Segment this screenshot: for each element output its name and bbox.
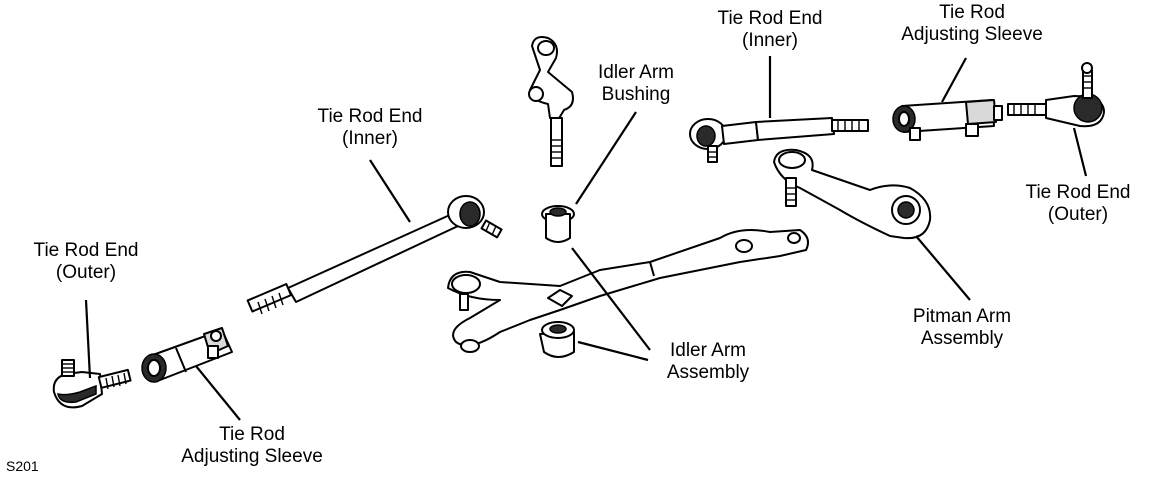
- leader-tie-rod-end-inner-center: [369, 159, 411, 223]
- label-line: Tie Rod End: [317, 106, 423, 127]
- label-line: Adjusting Sleeve: [901, 24, 1043, 45]
- center-link-assembly-part: [447, 229, 809, 358]
- tie-rod-adjusting-sleeve-left-part: [141, 327, 233, 383]
- diagram-code: S201: [6, 458, 39, 474]
- label-line: Bushing: [601, 84, 671, 105]
- label-tie-rod-end-inner-top: Tie Rod End (Inner): [718, 8, 823, 52]
- label-line: Pitman Arm: [912, 306, 1012, 327]
- label-line: Tie Rod End: [1025, 182, 1131, 203]
- label-pitman-arm-assembly: Pitman Arm Assembly: [913, 306, 1011, 350]
- label-idler-arm-bushing: Idler Arm Bushing: [598, 62, 674, 106]
- label-line: (Inner): [742, 30, 798, 51]
- label-line: (Inner): [342, 128, 398, 149]
- label-tie-rod-end-inner-center: Tie Rod End (Inner): [318, 106, 423, 150]
- leader-tie-rod-adjusting-sleeve-left: [195, 365, 241, 421]
- tie-rod-end-outer-right-part: [1007, 62, 1105, 128]
- label-line: (Outer): [55, 262, 117, 283]
- label-line: (Outer): [1047, 204, 1109, 225]
- label-tie-rod-adjusting-sleeve-top: Tie Rod Adjusting Sleeve: [901, 2, 1043, 46]
- tie-rod-end-inner-center-part: [246, 195, 503, 315]
- leader-tie-rod-end-outer-left: [84, 299, 92, 379]
- leader-idler-arm-assembly-1: [571, 247, 651, 351]
- label-tie-rod-end-outer-left: Tie Rod End (Outer): [34, 240, 139, 284]
- label-line: Tie Rod End: [717, 8, 823, 29]
- label-idler-arm-assembly: Idler Arm Assembly: [667, 340, 749, 384]
- leader-idler-arm-bushing: [575, 111, 637, 205]
- tie-rod-end-inner-top-part: [689, 117, 869, 163]
- label-line: Assembly: [920, 328, 1004, 349]
- leader-tie-rod-adjusting-sleeve-top: [941, 57, 967, 103]
- label-line: Tie Rod: [219, 424, 285, 445]
- tie-rod-end-outer-left-part: [52, 359, 132, 409]
- label-line: Assembly: [666, 362, 750, 383]
- label-line: Idler Arm: [597, 62, 675, 83]
- label-tie-rod-end-outer-right: Tie Rod End (Outer): [1026, 182, 1131, 226]
- label-line: Tie Rod End: [33, 240, 139, 261]
- label-tie-rod-adjusting-sleeve-left: Tie Rod Adjusting Sleeve: [181, 424, 323, 468]
- leader-idler-arm-assembly-2: [577, 340, 649, 362]
- idler-arm-bushing-part: [541, 205, 575, 243]
- pitman-arm-assembly-part: [773, 148, 932, 240]
- leader-lines: [84, 56, 1088, 421]
- tie-rod-adjusting-sleeve-top-part: [892, 99, 1003, 141]
- leader-tie-rod-end-outer-right: [1072, 127, 1088, 177]
- label-line: Tie Rod: [939, 2, 1005, 23]
- idler-arm-upper-part: [528, 36, 574, 167]
- label-line: Adjusting Sleeve: [181, 446, 323, 467]
- leader-pitman-arm-assembly: [915, 235, 971, 301]
- label-line: Idler Arm: [669, 340, 747, 361]
